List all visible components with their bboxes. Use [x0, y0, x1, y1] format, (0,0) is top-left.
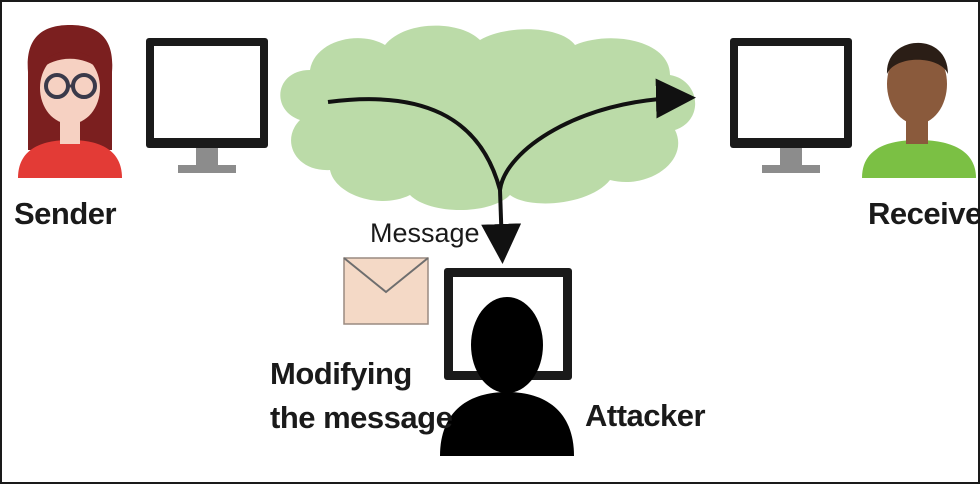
- receiver-monitor-icon: [730, 38, 852, 173]
- arrow-to-attacker: [481, 189, 522, 264]
- sender-avatar-icon: [18, 25, 122, 178]
- attacker-silhouette-icon: [440, 297, 574, 456]
- envelope-icon: [343, 257, 429, 325]
- cloud-icon: [280, 25, 696, 210]
- sender-label: Sender: [14, 196, 117, 231]
- modifying-label-line1: Modifying: [270, 356, 412, 391]
- receiver-avatar-icon: [862, 42, 976, 178]
- receiver-label: Receiver: [868, 196, 980, 231]
- attacker-label: Attacker: [585, 398, 706, 433]
- message-flow-arrows: [327, 78, 696, 264]
- sender-monitor-icon: [146, 38, 268, 173]
- message-label: Message: [370, 218, 480, 248]
- modifying-label-line2: the message: [270, 400, 453, 435]
- modifying-message-label: Modifying the message: [270, 352, 453, 440]
